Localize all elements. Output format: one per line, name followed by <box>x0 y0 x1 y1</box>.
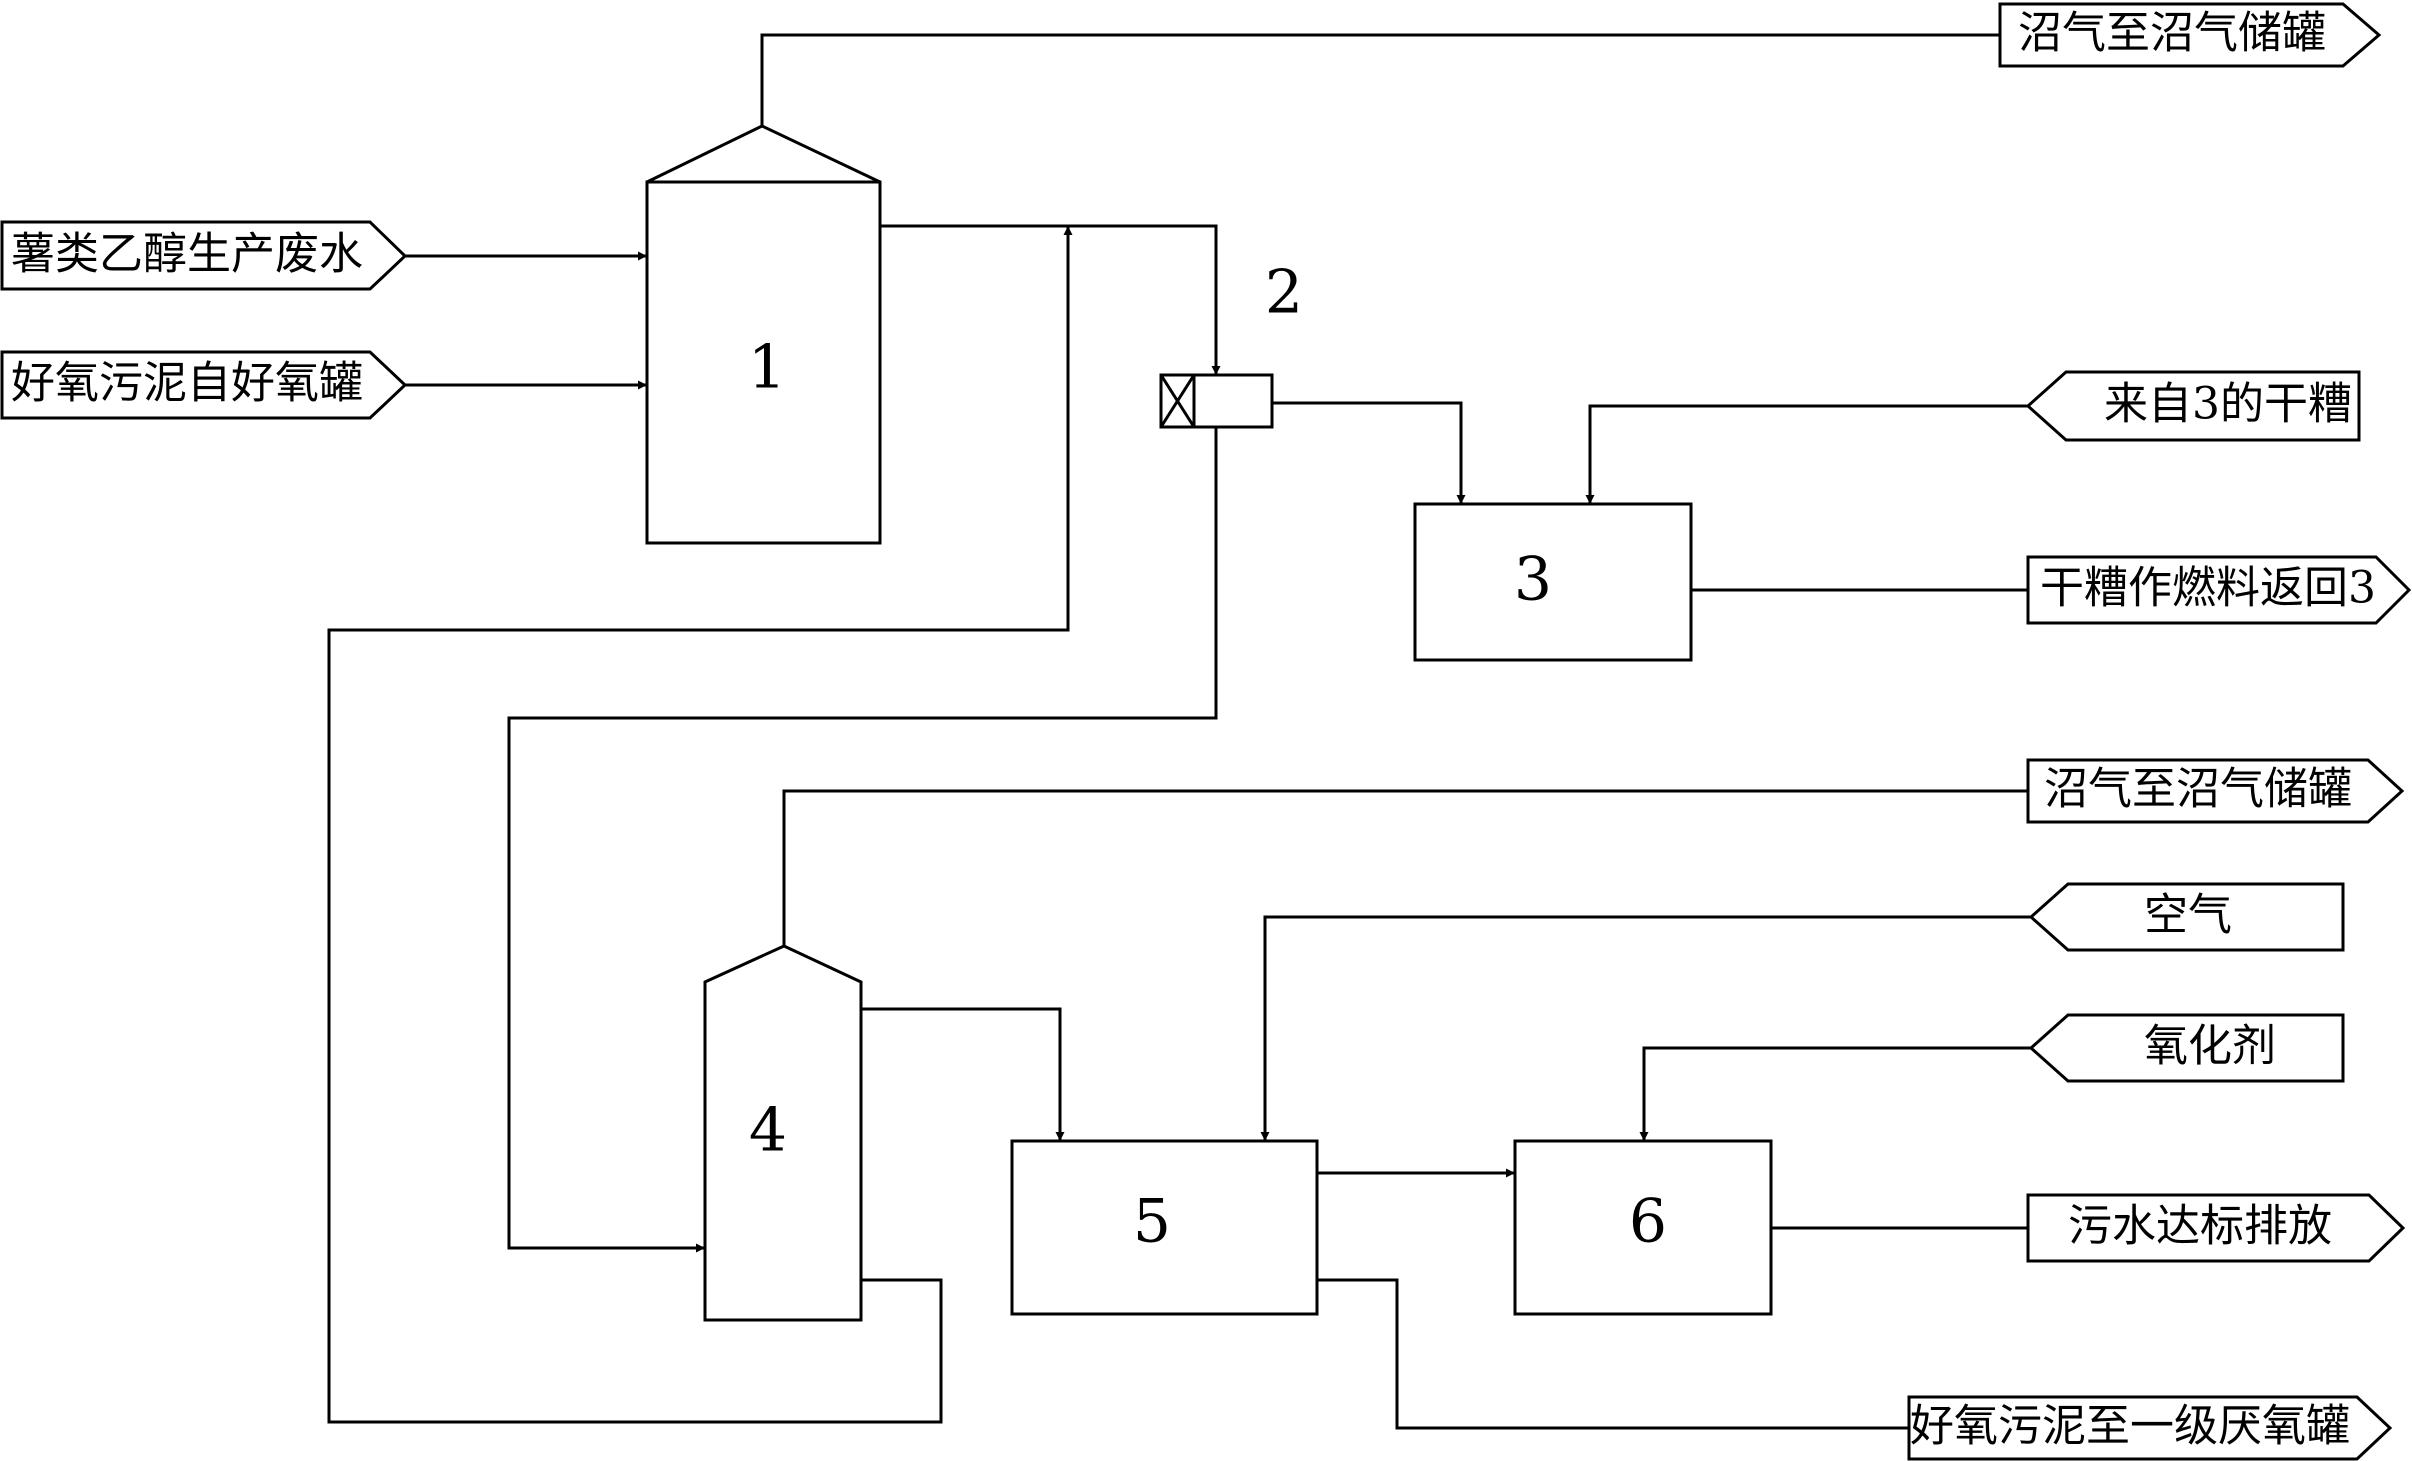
stream-tag-sludge-out: 好氧污泥至一级厌氧罐 <box>1907 1395 2393 1461</box>
stream-tag-drygrain-in-text: 来自3的干糟 <box>2104 379 2352 430</box>
stream-tag-wastewater: 薯类乙醇生产废水 <box>0 220 408 291</box>
line-reactor4-to-unit5 <box>861 1007 1065 1141</box>
stream-tag-air-text: 空气 <box>2144 890 2232 941</box>
line-drygrain-to-dryer3 <box>1585 404 2028 504</box>
flow-lines <box>327 33 2031 1430</box>
stream-tag-air: 空气 <box>2028 882 2345 952</box>
stream-tag-drygrain-in: 来自3的干糟 <box>2025 370 2361 442</box>
reactor-4-label: 4 <box>749 1096 787 1166</box>
unit-6-label: 6 <box>1629 1187 1667 1257</box>
line-separator2-to-reactor4 <box>507 427 1218 1253</box>
unit-5: 5 <box>1010 1139 1319 1316</box>
stream-tag-sludge-out-text: 好氧污泥至一级厌氧罐 <box>1910 1401 2350 1452</box>
separator-2-label: 2 <box>1265 258 1303 328</box>
unit-5-label: 5 <box>1133 1187 1171 1257</box>
stream-tag-oxidant-text: 氧化剂 <box>2144 1021 2276 1072</box>
tank-1-label: 1 <box>748 333 786 403</box>
tank-1: 1 <box>645 124 882 545</box>
line-separator2-to-dryer3 <box>1272 401 1466 504</box>
line-tank1-biogas <box>760 33 2000 126</box>
separator-2: 2 <box>1159 258 1303 429</box>
reactor-4: 4 <box>703 944 863 1322</box>
dryer-3-label: 3 <box>1514 545 1552 615</box>
line-unit5-sludge-out <box>1317 1278 1909 1430</box>
dryer-3: 3 <box>1413 502 1693 662</box>
stream-tag-biogas-2-text: 沼气至沼气储罐 <box>2044 764 2352 815</box>
stream-tag-sludge-in-text: 好氧污泥自好氧罐 <box>11 358 363 409</box>
line-reactor4-biogas <box>782 789 2028 946</box>
stream-tag-discharge: 污水达标排放 <box>2026 1193 2406 1263</box>
stream-tag-oxidant: 氧化剂 <box>2028 1013 2345 1083</box>
line-air-to-unit5 <box>1260 915 2031 1141</box>
stream-tag-fuel-out-text: 干糟作燃料返回3 <box>2040 563 2376 614</box>
line-recycle-to-tank1 <box>327 226 1073 1424</box>
unit-6: 6 <box>1513 1139 1773 1316</box>
stream-tag-discharge-text: 污水达标排放 <box>2068 1201 2332 1252</box>
stream-tag-biogas-2: 沼气至沼气储罐 <box>2026 758 2405 824</box>
stream-tag-biogas-1-text: 沼气至沼气储罐 <box>2018 8 2326 59</box>
stream-tag-fuel-out: 干糟作燃料返回3 <box>2026 555 2412 625</box>
stream-tag-biogas-1: 沼气至沼气储罐 <box>1998 2 2382 68</box>
stream-tag-sludge-in: 好氧污泥自好氧罐 <box>0 350 408 420</box>
stream-tag-wastewater-text: 薯类乙醇生产废水 <box>11 229 363 280</box>
line-tank1-to-separator2 <box>880 224 1221 375</box>
line-oxidant-to-unit6 <box>1639 1046 2031 1141</box>
